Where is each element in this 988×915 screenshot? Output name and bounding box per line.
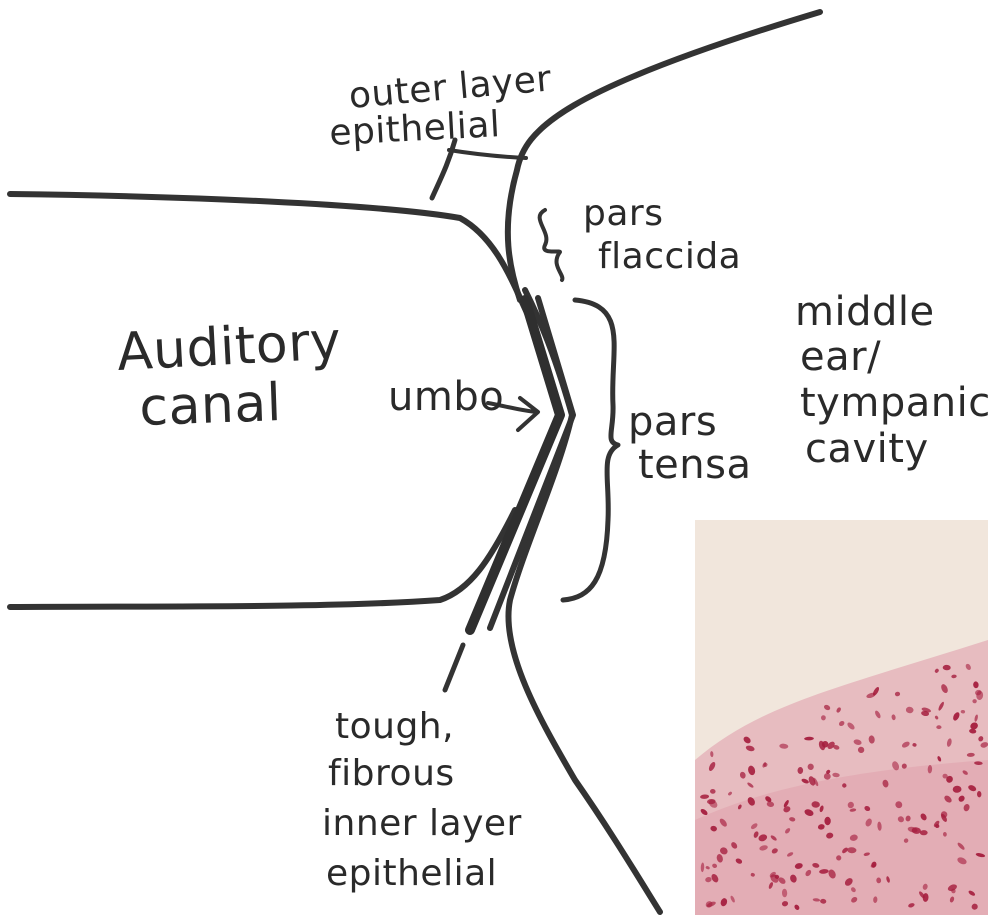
inner-layer-label-line-3: inner layer [322,803,522,844]
inner-layer-label: tough, [335,706,454,747]
umbo-label: umbo [388,374,504,420]
pars-flaccida-bracket [540,210,563,280]
middle-ear-label-line-4: cavity [805,426,929,472]
tympanic-membrane-inner-curve [508,290,660,912]
auditory-canal-top-wall [10,194,535,330]
middle-ear-label-line-3: tympanic [800,380,988,426]
outer-layer-underline [449,150,526,158]
outer-layer-leader [432,140,455,198]
inner-layer-label-line-2: fibrous [328,753,455,794]
auditory-canal-bottom-wall [10,510,515,607]
pars-tensa-bracket [563,300,618,600]
histology-micrograph [695,520,988,915]
pars-tensa-label: pars [628,399,717,445]
middle-ear-label-line-2: ear/ [800,334,881,380]
inner-layer-label-line-4: epithelial [326,853,497,894]
inner-layer-leader [445,645,463,690]
middle-ear-label: middle [795,289,935,335]
pars-flaccida-label-line-2: flaccida [598,236,741,277]
pars-flaccida-label: pars [583,193,663,234]
auditory-canal-label: Auditory [116,311,343,383]
auditory-canal-label-line-2: canal [138,373,282,438]
nucleus [936,725,941,729]
pars-tensa-label-line-2: tensa [638,442,752,488]
outer-layer-label-line-2: epithelial [328,104,501,154]
